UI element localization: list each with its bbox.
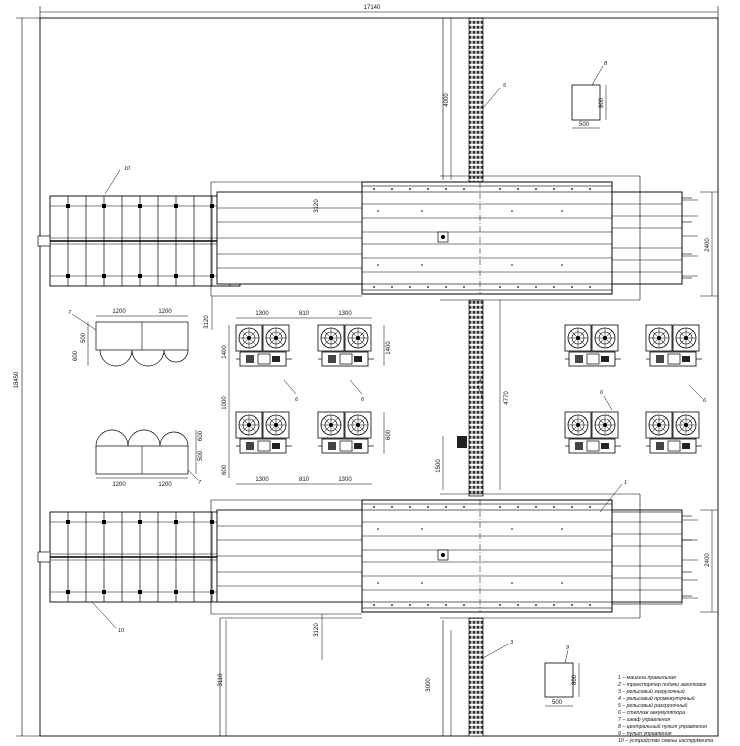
callout-8: 8: [604, 61, 608, 67]
discharge-rail: [468, 17, 484, 191]
callout-1: 1: [624, 480, 627, 486]
rack-600b-text: 600: [198, 430, 204, 441]
legend-item-8: 8 – центральный пульт управления: [618, 723, 707, 730]
callout-10-bottom: 10: [118, 628, 125, 634]
rack-600-text: 600: [73, 350, 79, 361]
bottom-production-line: [37, 493, 698, 736]
rack-1200c-text: 1200: [112, 482, 126, 488]
mid-small-dimension: 1500: [436, 436, 467, 490]
rail-top-dim-text: 4000: [444, 93, 450, 107]
callout-6-c: 6: [600, 390, 604, 396]
central-control-desk: 500 800 8: [571, 61, 608, 129]
callout-3: 3: [510, 640, 514, 646]
loading-rail: [468, 617, 484, 737]
side-600-text: 600: [222, 464, 228, 475]
legend-item-5: 5 – рельсовый разгрузочный: [618, 702, 688, 709]
bottom-rail-text: 3000: [426, 678, 432, 692]
intermediate-rail: [468, 299, 484, 497]
pit-w1-text: 1300: [255, 311, 269, 317]
legend-item-3: 3 – рельсовый загрузочный: [618, 688, 685, 695]
pit-bottom-dimensions: 1300 810 1300: [236, 477, 372, 485]
pit-w2-text: 1300: [338, 311, 352, 317]
bot-w2-text: 1300: [338, 477, 352, 483]
legend-item-1: 1 – машина правильная: [618, 675, 676, 681]
grinder-pits-right: [565, 325, 702, 453]
callout-6-d: 6: [703, 398, 707, 404]
rack-1200a-text: 1200: [112, 309, 126, 315]
box-width-text: 500: [579, 122, 590, 128]
rack-1200d-text: 1200: [158, 482, 172, 488]
callout-5: 5: [503, 83, 507, 89]
bottom-table-width-dimension: 2400: [700, 509, 718, 613]
pit-top-dimensions: 1300 810 1300: [236, 311, 372, 319]
legend-item-7: 7 – шкаф управления: [618, 717, 670, 723]
callout-4: 4: [478, 379, 481, 385]
pit-h2-text: 1400: [386, 341, 392, 355]
overall-height-dimension: 18450: [14, 17, 40, 737]
overall-width-text: 17140: [364, 5, 381, 11]
rack-500-text: 500: [81, 332, 87, 343]
rack-500b-text: 500: [198, 450, 204, 461]
drawing-frame: [39, 17, 719, 737]
callout-7-top: 7: [68, 310, 72, 316]
legend: 1 – машина правильная 2 – транспортер по…: [617, 675, 713, 744]
rack-1200b-text: 1200: [158, 309, 172, 315]
bot-w1-text: 1300: [255, 477, 269, 483]
pit-gap-text: 810: [299, 311, 310, 317]
tool-rack-top: 1200 1200 500 600 7: [68, 309, 189, 367]
callout-9: 9: [566, 645, 569, 651]
top-table-width-text: 2400: [705, 238, 711, 252]
callout-6-a: 6: [295, 397, 299, 403]
top-production-line: [37, 175, 698, 301]
tool-rack-bottom: 1200 1200 500 600 7: [95, 429, 204, 488]
bot-gap-text: 810: [299, 477, 310, 483]
side-600b-text: 600: [386, 429, 392, 440]
box2-height-text: 800: [572, 674, 578, 685]
control-desk: 500 800 9: [544, 645, 580, 707]
rail-top-dimension: 4000: [444, 18, 452, 180]
bottom-left-text: 3110: [218, 673, 224, 687]
callout-6-b: 6: [361, 397, 365, 403]
grinder-pits-left: [236, 325, 374, 453]
legend-item-10: 10 – устройство смены инструмента: [618, 737, 713, 744]
mid-small-text: 1500: [436, 459, 442, 473]
gap-top-2-text: 3120: [314, 199, 320, 213]
callout-10-top: 10: [124, 166, 131, 172]
box-height-text: 800: [599, 97, 605, 108]
overall-height-text: 18450: [14, 371, 20, 388]
overall-width-dimension: 17140: [39, 5, 719, 20]
pit-row-gap-text: 1000: [222, 396, 228, 410]
legend-item-4: 4 – рельсовый промежуточный: [618, 695, 695, 702]
mid-vertical-dimension: 4770: [499, 300, 510, 490]
bottom-dimensions: 3110 3120 3000: [218, 614, 452, 736]
legend-item-6: 6 – стеллаж аккумулятора: [618, 710, 685, 716]
top-table-width-dimension: 2400: [700, 191, 718, 297]
pit-h-text: 1400: [222, 345, 228, 359]
legend-item-2: 2 – транспортер подачи заготовок: [617, 682, 707, 688]
mid-vertical-text: 4770: [504, 391, 510, 405]
bottom-table-width-text: 2400: [705, 553, 711, 567]
legend-item-9: 9 – пульт управления: [618, 731, 672, 737]
box2-width-text: 500: [552, 700, 563, 706]
gap-bottom-text: 3120: [314, 623, 320, 637]
gap-top-text: 3120: [204, 315, 210, 329]
gap-top-dimension: 3120: [204, 296, 213, 330]
callout-7-bottom: 7: [198, 480, 202, 486]
pit-vertical-dimensions: 1400 1000 600 1400 600: [222, 325, 392, 478]
